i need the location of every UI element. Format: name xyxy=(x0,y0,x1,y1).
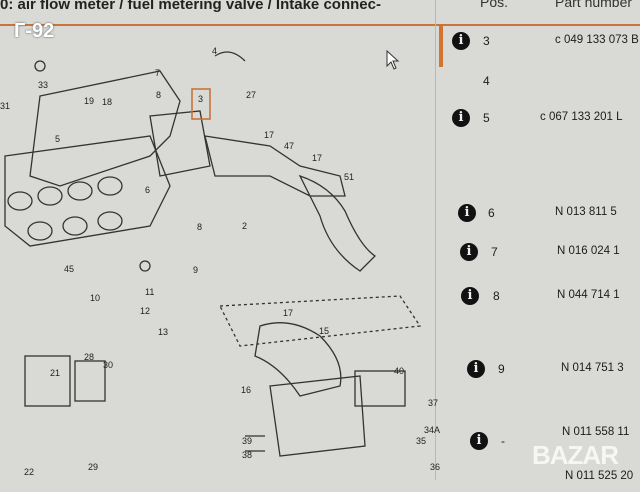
column-header-part-number: Part number xyxy=(555,0,633,10)
callout[interactable]: 27 xyxy=(246,90,257,100)
part-position: 9 xyxy=(498,362,505,376)
column-header-pos: Pos. xyxy=(480,0,509,10)
part-row[interactable]: i 5 c 067 133 201 L xyxy=(445,109,640,133)
info-icon[interactable]: i xyxy=(452,109,470,127)
callout[interactable]: 2 xyxy=(242,221,248,231)
mouse-pointer-icon xyxy=(386,49,400,75)
part-number: c 049 133 073 B xyxy=(555,34,639,46)
callout[interactable]: 19 xyxy=(84,96,95,106)
part-number: N 016 024 1 xyxy=(557,245,620,257)
callout[interactable]: 34A xyxy=(424,425,441,435)
callout[interactable]: 17 xyxy=(264,130,275,140)
callout[interactable]: 12 xyxy=(140,306,151,316)
callout[interactable]: 5 xyxy=(55,134,61,144)
info-icon[interactable]: i xyxy=(452,32,470,50)
part-row[interactable]: i 6 N 013 811 5 xyxy=(445,204,640,228)
callout[interactable]: 10 xyxy=(90,293,101,303)
callout[interactable]: 16 xyxy=(241,385,252,395)
callout[interactable]: 21 xyxy=(50,368,61,378)
callout[interactable]: 39 xyxy=(242,436,253,446)
watermark-logo: BAZAR xyxy=(532,440,619,470)
callout[interactable]: 13 xyxy=(158,327,169,337)
callout[interactable]: 30 xyxy=(103,360,114,370)
part-row[interactable]: 4 xyxy=(445,72,640,96)
part-position: 5 xyxy=(483,111,490,125)
callout[interactable]: 18 xyxy=(102,97,113,107)
part-number: N 013 811 5 xyxy=(555,206,617,218)
callout[interactable]: 9 xyxy=(193,265,199,275)
callout[interactable]: 8 xyxy=(197,222,203,232)
callout[interactable]: 38 xyxy=(242,450,253,460)
part-row[interactable]: i 3 c 049 133 073 B xyxy=(445,32,640,56)
callout[interactable]: 28 xyxy=(84,352,95,362)
callout[interactable]: 6 xyxy=(145,185,151,195)
callout[interactable]: 33 xyxy=(38,80,49,90)
part-position: 6 xyxy=(488,206,495,220)
part-number: N 011 558 11 xyxy=(562,426,630,438)
part-row[interactable]: i - N 011 558 11 xyxy=(445,426,640,456)
part-position: 7 xyxy=(491,245,498,259)
callout[interactable]: 35 xyxy=(416,436,427,446)
diagram-drawing xyxy=(4,51,422,457)
part-position: - xyxy=(501,434,505,448)
diagram-title: 0: air flow meter / fuel metering valve … xyxy=(0,0,381,13)
part-number: N 014 751 3 xyxy=(561,362,624,374)
part-number: N 011 525 20 xyxy=(565,470,634,482)
callout[interactable]: 47 xyxy=(284,141,295,151)
callout[interactable]: 40 xyxy=(394,366,405,376)
part-position: 8 xyxy=(493,289,500,303)
callout[interactable]: 17 xyxy=(312,153,323,163)
info-icon[interactable]: i xyxy=(467,360,485,378)
callout[interactable]: 29 xyxy=(88,462,99,472)
callout[interactable]: 51 xyxy=(344,172,355,182)
exploded-parts-diagram[interactable]: 33 31 7 4 19 18 8 3 27 5 17 47 17 51 6 8… xyxy=(0,26,440,480)
callout[interactable]: 36 xyxy=(430,462,441,472)
callout[interactable]: 11 xyxy=(145,287,155,297)
callout[interactable]: 31 xyxy=(0,101,11,111)
callout[interactable]: 15 xyxy=(319,326,330,336)
callout[interactable]: 45 xyxy=(64,264,75,274)
part-number: c 067 133 201 L xyxy=(540,111,623,123)
callout[interactable]: 3 xyxy=(198,94,204,104)
info-icon[interactable]: i xyxy=(461,287,479,305)
part-position: 3 xyxy=(483,34,490,48)
callout[interactable]: 17 xyxy=(283,308,294,318)
panel-divider[interactable] xyxy=(435,0,436,480)
callout[interactable]: 8 xyxy=(156,90,162,100)
selected-row-marker xyxy=(439,25,443,67)
header-divider xyxy=(0,24,640,26)
part-number: N 044 714 1 xyxy=(557,289,620,301)
callout[interactable]: 22 xyxy=(24,467,35,477)
info-icon[interactable]: i xyxy=(458,204,476,222)
info-icon[interactable]: i xyxy=(460,243,478,261)
callout[interactable]: 4 xyxy=(212,46,218,56)
callout[interactable]: 7 xyxy=(155,68,161,78)
part-position: 4 xyxy=(483,74,490,88)
part-row[interactable]: i 7 N 016 024 1 xyxy=(445,243,640,267)
part-row[interactable]: i 9 N 014 751 3 xyxy=(445,360,640,384)
part-row[interactable]: N 011 525 20 xyxy=(445,468,640,492)
callout[interactable]: 37 xyxy=(428,398,439,408)
info-icon[interactable]: i xyxy=(470,432,488,450)
part-row[interactable]: i 8 N 044 714 1 xyxy=(445,287,640,311)
listing-badge: Г-92 xyxy=(14,20,55,42)
